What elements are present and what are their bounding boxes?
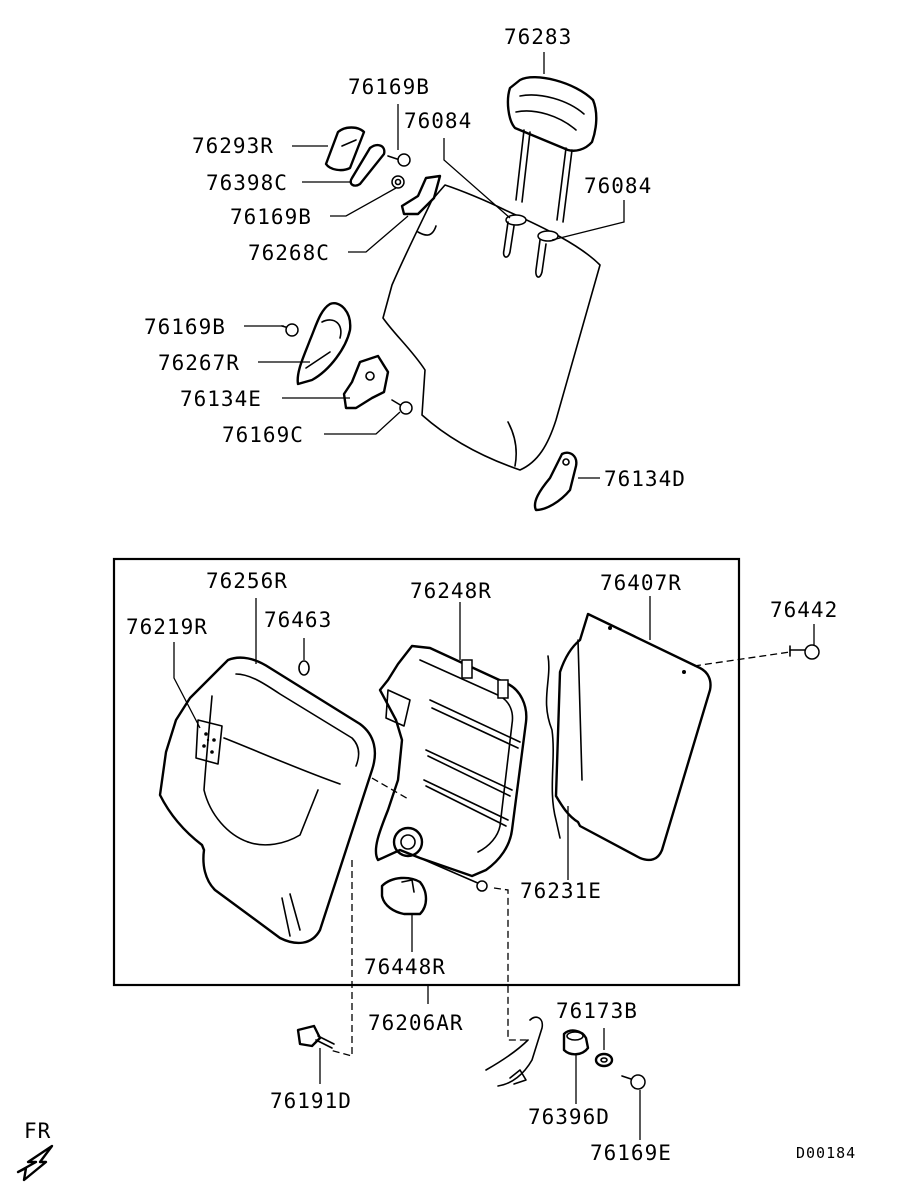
label-76084-a: 76084 — [404, 109, 472, 133]
seatback-outline-inner — [417, 225, 437, 236]
front-arrow-icon — [16, 1144, 54, 1182]
lower-bracket — [485, 1016, 544, 1087]
leader-dash-frame — [493, 887, 530, 1041]
seatback-outline-curve — [507, 421, 517, 467]
label-76396D: 76396D — [528, 1105, 610, 1129]
headrest-part — [506, 76, 598, 223]
label-76169B-b: 76169B — [230, 205, 312, 229]
label-76267R: 76267R — [158, 351, 240, 375]
label-76407R: 76407R — [600, 571, 682, 595]
seatback-outline — [382, 184, 601, 471]
clip-76463 — [298, 660, 310, 676]
label-76169C: 76169C — [222, 423, 304, 447]
label-76256R: 76256R — [206, 569, 288, 593]
bracket-76134E-hole — [365, 371, 375, 381]
label-76283: 76283 — [504, 25, 572, 49]
diagram-code: D00184 — [796, 1144, 856, 1162]
cover-76293R — [324, 126, 366, 172]
pad-76219R — [195, 719, 223, 765]
label-76169B-c: 76169B — [144, 315, 226, 339]
washer-76173B — [594, 1052, 614, 1068]
label-76191D: 76191D — [270, 1089, 352, 1113]
seatback-frame — [374, 644, 528, 892]
label-76134E: 76134E — [180, 387, 262, 411]
assembly-box — [112, 557, 741, 987]
cover-76267R-detail — [321, 319, 342, 339]
wire-76231E — [545, 655, 561, 839]
direction-label: FR — [24, 1119, 51, 1143]
label-76169E: 76169E — [590, 1141, 672, 1165]
cover-76293R-detail — [341, 139, 357, 147]
bracket-76134D — [533, 451, 578, 512]
bolt-76169B-top — [387, 153, 411, 167]
label-76448R: 76448R — [364, 955, 446, 979]
leader-76442 — [693, 651, 791, 667]
label-76442: 76442 — [770, 598, 838, 622]
label-76084-b: 76084 — [584, 174, 652, 198]
headrest-guide-left — [502, 214, 527, 258]
label-76219R: 76219R — [126, 615, 208, 639]
label-76248R: 76248R — [410, 579, 492, 603]
label-76463: 76463 — [264, 608, 332, 632]
nut-76191D — [296, 1024, 335, 1049]
label-76134D: 76134D — [604, 467, 686, 491]
cover-76267R — [296, 302, 352, 386]
cover-76448R — [380, 876, 428, 916]
label-76293R: 76293R — [192, 134, 274, 158]
cover-76448R-detail — [401, 879, 415, 893]
bolt-76169B-low — [281, 323, 299, 337]
label-76268C: 76268C — [248, 241, 330, 265]
cover-76267R-detail2 — [305, 351, 331, 369]
leader-76169B-b — [330, 187, 397, 217]
bracket-76268C — [400, 174, 442, 216]
bolt-76169C — [391, 399, 413, 415]
bracket-76134E — [342, 354, 390, 410]
leader-76084-b — [551, 200, 625, 241]
label-76169B-a: 76169B — [348, 75, 430, 99]
leader-76169C — [324, 411, 401, 435]
bushing-76396D — [562, 1029, 590, 1056]
back-panel — [554, 612, 712, 862]
label-76206AR: 76206AR — [368, 1011, 464, 1035]
label-76173B: 76173B — [556, 999, 638, 1023]
leader-frame-down — [371, 777, 411, 801]
leader-dash-76191D — [329, 860, 353, 1057]
leader-76219R — [173, 642, 201, 729]
bolt-76169B-mid — [391, 175, 405, 189]
label-76231E: 76231E — [520, 879, 602, 903]
bracket-76134D-hole — [562, 458, 570, 466]
label-76398C: 76398C — [206, 171, 288, 195]
leader-76268C — [348, 215, 409, 253]
bolt-76169E — [621, 1074, 646, 1090]
headrest-guide-right — [535, 230, 559, 278]
seatback-pad — [158, 656, 376, 945]
bolt-76442 — [789, 644, 820, 660]
leader-76084-a — [443, 138, 511, 219]
